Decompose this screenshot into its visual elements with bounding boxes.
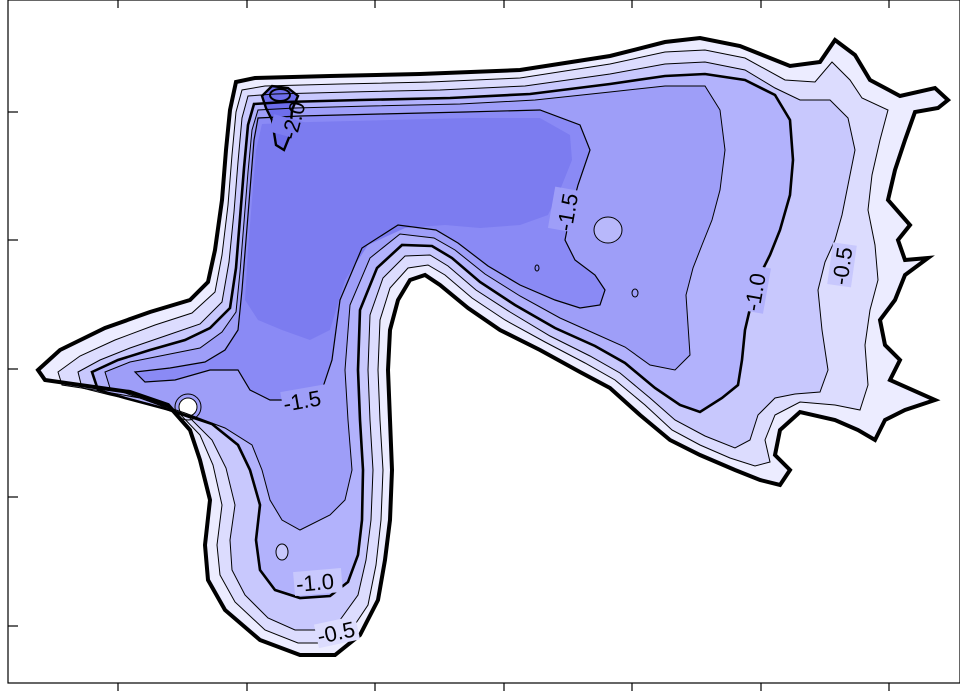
frame-ticks	[8, 0, 890, 691]
contour-label-5: -1.0	[295, 569, 335, 597]
contour-label-6: -0.5	[827, 245, 857, 286]
contour-labels: -2.0 -1.5 -1.5 -1.0 -1.0 -0.5 -0.5	[269, 99, 857, 649]
shoreline	[35, 35, 952, 657]
contour-line-4	[104, 85, 726, 531]
shoal-rings	[174, 88, 639, 561]
contour-line-2	[77, 61, 856, 631]
contour-line-1	[57, 49, 889, 644]
depth-band-6	[245, 118, 572, 340]
